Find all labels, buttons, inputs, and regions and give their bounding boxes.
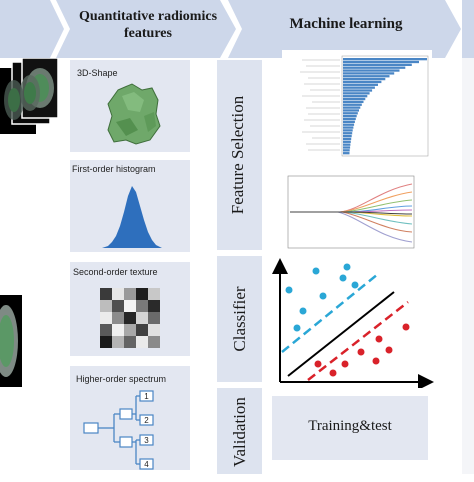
shape-panel: 3D-Shape bbox=[70, 60, 190, 152]
feature-importance-plot bbox=[282, 50, 432, 160]
importance-bar bbox=[343, 72, 395, 75]
cyan-point bbox=[312, 267, 320, 275]
validation-box bbox=[217, 388, 262, 474]
tree-leaf-3-label: 3 bbox=[144, 436, 149, 445]
spectrum-label: Higher-order spectrum bbox=[76, 374, 167, 384]
importance-bar bbox=[343, 58, 427, 61]
importance-bar bbox=[343, 63, 412, 66]
cyan-point bbox=[351, 281, 359, 289]
validation-label: Validation bbox=[230, 397, 249, 467]
right-edge-strip bbox=[462, 58, 474, 474]
importance-bar bbox=[343, 143, 351, 146]
tumor-shape-icon bbox=[107, 83, 161, 145]
red-point bbox=[341, 360, 349, 368]
red-point bbox=[329, 369, 337, 377]
importance-bar bbox=[343, 123, 355, 126]
importance-bar bbox=[343, 137, 352, 141]
red-point bbox=[402, 323, 410, 331]
texture-grid-icon bbox=[100, 288, 160, 348]
ct-scan-slice bbox=[0, 295, 22, 387]
training-test-box bbox=[272, 396, 428, 460]
ml-header-title: Machine learning bbox=[289, 16, 403, 32]
red-point bbox=[385, 346, 393, 354]
tree-leaf-4-label: 4 bbox=[144, 460, 149, 469]
cyan-point bbox=[319, 292, 327, 300]
tree-leaf-2-label: 2 bbox=[144, 416, 149, 425]
importance-bar bbox=[343, 152, 350, 155]
importance-bar bbox=[343, 146, 351, 149]
importance-bar bbox=[343, 77, 386, 81]
tree-branch-node-lower bbox=[119, 436, 133, 448]
importance-bar bbox=[343, 80, 382, 84]
importance-bar bbox=[343, 112, 358, 115]
tree-diagram-icon: 1 2 3 4 bbox=[83, 390, 154, 470]
importance-bar bbox=[343, 109, 359, 112]
feature-selection-label: Feature Selection bbox=[228, 95, 247, 215]
header-arrows bbox=[0, 0, 474, 58]
importance-bar bbox=[343, 132, 353, 135]
left-header-arrow bbox=[0, 0, 64, 58]
importance-bar bbox=[343, 60, 419, 64]
importance-bar bbox=[343, 97, 366, 101]
histogram-label: First-order histogram bbox=[72, 164, 156, 174]
ml-header-arrow bbox=[228, 0, 461, 58]
red-point bbox=[357, 348, 365, 356]
tree-leaf-4 bbox=[139, 458, 154, 470]
importance-bar bbox=[343, 89, 373, 92]
importance-bar bbox=[343, 140, 351, 143]
tree-leaf-1 bbox=[139, 390, 154, 402]
tree-root-node bbox=[83, 422, 99, 434]
histogram-panel: First-order histogram bbox=[70, 160, 190, 252]
importance-bar bbox=[343, 92, 370, 95]
texture-panel: Second-order texture bbox=[70, 262, 190, 356]
features-header-arrow bbox=[56, 0, 236, 58]
tree-branch-node-upper bbox=[119, 408, 133, 420]
histogram-icon bbox=[102, 186, 162, 248]
classifier-box bbox=[217, 256, 262, 382]
feature-selection-box bbox=[217, 60, 262, 250]
shape-label: 3D-Shape bbox=[77, 68, 118, 78]
cyan-point bbox=[339, 274, 347, 282]
importance-bar bbox=[343, 75, 390, 78]
coefficient-path-plot bbox=[280, 170, 420, 256]
importance-bar bbox=[343, 103, 362, 106]
importance-bar bbox=[343, 129, 353, 132]
importance-bar bbox=[343, 120, 355, 123]
red-point bbox=[372, 357, 380, 365]
cyan-point bbox=[285, 286, 293, 294]
ct-scan-stack bbox=[0, 58, 59, 134]
decision-boundary bbox=[287, 291, 395, 377]
classifier-label: Classifier bbox=[230, 286, 249, 352]
importance-bar bbox=[343, 100, 364, 104]
classifier-scatter-plot bbox=[272, 258, 434, 388]
importance-bar bbox=[343, 69, 400, 72]
tree-leaf-2 bbox=[139, 414, 154, 426]
importance-bar bbox=[343, 117, 356, 121]
right-header-strip bbox=[462, 0, 474, 58]
red-point bbox=[375, 335, 383, 343]
importance-bar bbox=[343, 106, 361, 109]
cyan-point bbox=[299, 307, 307, 315]
spectrum-panel: Higher-order spectrum 1 2 bbox=[70, 366, 190, 470]
importance-bar bbox=[343, 66, 406, 69]
cyan-point bbox=[343, 263, 351, 271]
training-test-label: Training&test bbox=[308, 418, 392, 434]
importance-bar bbox=[343, 95, 368, 98]
importance-bar bbox=[343, 126, 354, 129]
features-header-title: Quantitative radiomics features bbox=[78, 9, 218, 41]
cyan-point bbox=[293, 324, 301, 332]
importance-bar bbox=[343, 86, 375, 89]
red-point bbox=[314, 360, 322, 368]
importance-bar bbox=[343, 149, 350, 152]
importance-bar bbox=[343, 115, 357, 118]
cyan-margin-line bbox=[281, 273, 379, 353]
tree-leaf-3 bbox=[139, 434, 154, 446]
red-margin-line bbox=[307, 301, 409, 381]
importance-bar bbox=[343, 83, 378, 86]
tree-leaf-1-label: 1 bbox=[144, 392, 149, 401]
texture-label: Second-order texture bbox=[73, 267, 158, 277]
importance-bar bbox=[343, 134, 352, 138]
